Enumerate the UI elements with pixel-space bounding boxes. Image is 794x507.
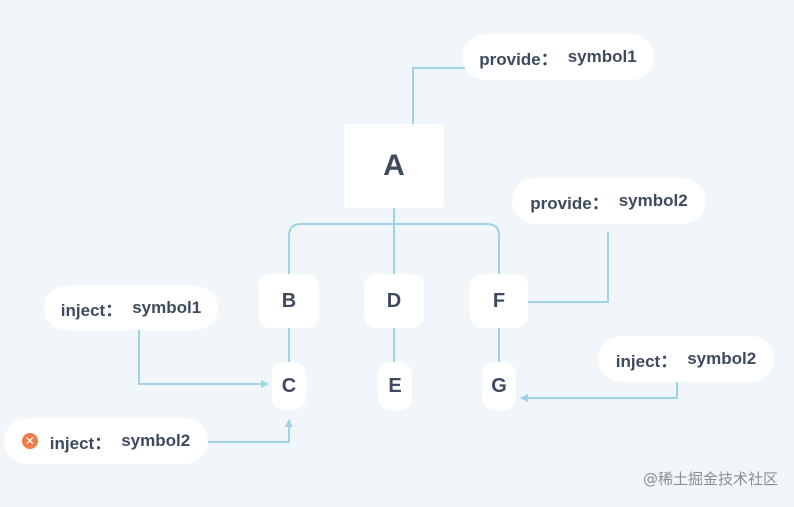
- label-value: symbol2: [618, 191, 688, 210]
- label-provide-symbol2: provide： symbol2: [512, 178, 706, 224]
- error-x-icon: ✕: [21, 433, 38, 449]
- node-f: F: [470, 274, 528, 328]
- arrow-inject-symbol2-to-g: [520, 382, 678, 402]
- node-e: E: [378, 362, 412, 410]
- label-inject-symbol2-c: ✕ inject： symbol2: [4, 418, 208, 464]
- label-provide-symbol1: provide： symbol1: [462, 34, 654, 80]
- node-c: C: [272, 362, 306, 410]
- label-key: provide：: [530, 193, 609, 213]
- node-b: B: [259, 274, 319, 328]
- node-d: D: [364, 274, 424, 328]
- label-key: inject：: [615, 351, 678, 371]
- label-value: symbol1: [132, 298, 202, 317]
- arrow-provide-symbol2-to-f: [507, 232, 609, 306]
- watermark: @稀土掘金技术社区: [642, 470, 778, 488]
- label-inject-symbol2-g: inject： symbol2: [598, 336, 774, 382]
- node-a: A: [344, 124, 444, 208]
- label-inject-symbol1: inject： symbol1: [44, 286, 218, 330]
- arrow-inject-symbol2-to-c: [208, 419, 293, 443]
- label-key: provide：: [479, 49, 558, 69]
- node-g: G: [482, 362, 516, 410]
- arrow-inject-symbol1-to-c: [138, 330, 269, 388]
- label-value: symbol1: [567, 47, 637, 66]
- label-value: symbol2: [121, 431, 191, 450]
- label-key: inject：: [60, 300, 123, 320]
- label-key: inject：: [49, 433, 112, 453]
- arrow-provide-symbol1-to-a: [409, 67, 466, 147]
- label-value: symbol2: [687, 349, 757, 368]
